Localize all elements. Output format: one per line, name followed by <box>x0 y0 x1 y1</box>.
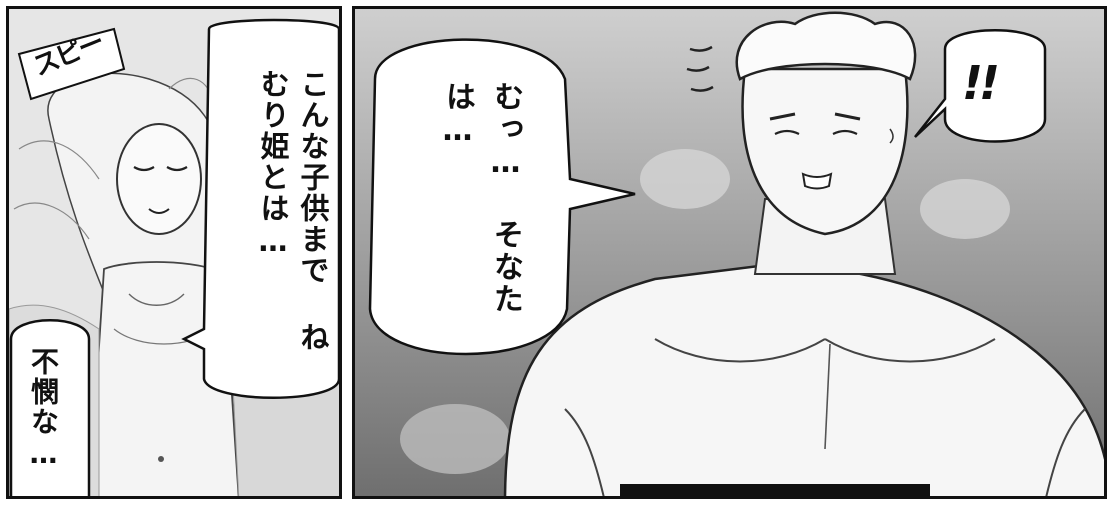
speech-bubble-text-left-1: こんな子供まで ねむり姫とは… <box>256 69 330 353</box>
speech-bubble-text-right: むっ… そなたは… <box>440 81 523 315</box>
speech-bubble-text-left-2: 不憫な… <box>27 347 60 472</box>
sfx-exclaim-text: !! <box>962 56 1000 110</box>
muscular-man-illustration <box>355 9 1104 496</box>
panel-right: むっ… そなたは… <box>352 6 1107 499</box>
panel-left: スピー こんな子供まで ねむり姫とは… 不憫な… <box>6 6 342 499</box>
sleeping-girl-illustration <box>9 9 339 496</box>
